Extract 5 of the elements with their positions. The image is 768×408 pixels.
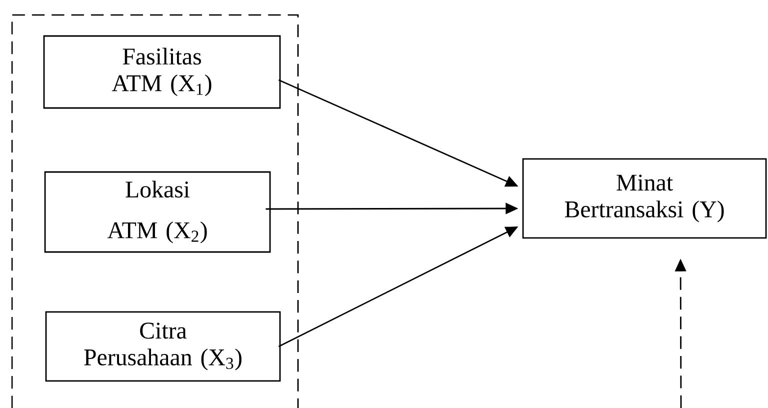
variable-box: Minat Bertransaksi (Y) [522, 158, 767, 239]
variable-box: Lokasi ATM (X$_{2}$) [44, 171, 271, 253]
group-frame [11, 14, 299, 408]
variable-box: Citra Perusahaan (X$_{3}$) [45, 311, 281, 382]
variable-box: Fasilitas ATM (X$_{1}$) [43, 35, 281, 109]
